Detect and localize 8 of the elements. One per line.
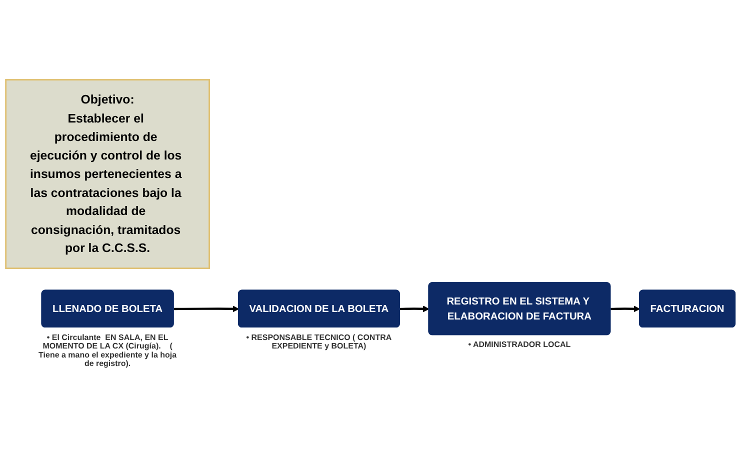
process-box: REGISTRO EN EL SISTEMA Y ELABORACION DE FACTURA xyxy=(428,282,611,336)
arrow xyxy=(174,306,239,312)
arrow xyxy=(400,306,430,312)
objective-panel: Objetivo: Establecer el procedimiento de ejecución y control de los insumos pertenecientes a las contrataciones bajo la modalidad de consignación, tramitados por la C.C.S.S. xyxy=(5,79,210,270)
process-box: LLENADO DE BOLETA xyxy=(41,290,174,328)
arrow xyxy=(610,306,640,312)
process-box: VALIDACION DE LA BOLETA xyxy=(238,290,400,328)
process-box: FACTURACION xyxy=(638,290,736,328)
